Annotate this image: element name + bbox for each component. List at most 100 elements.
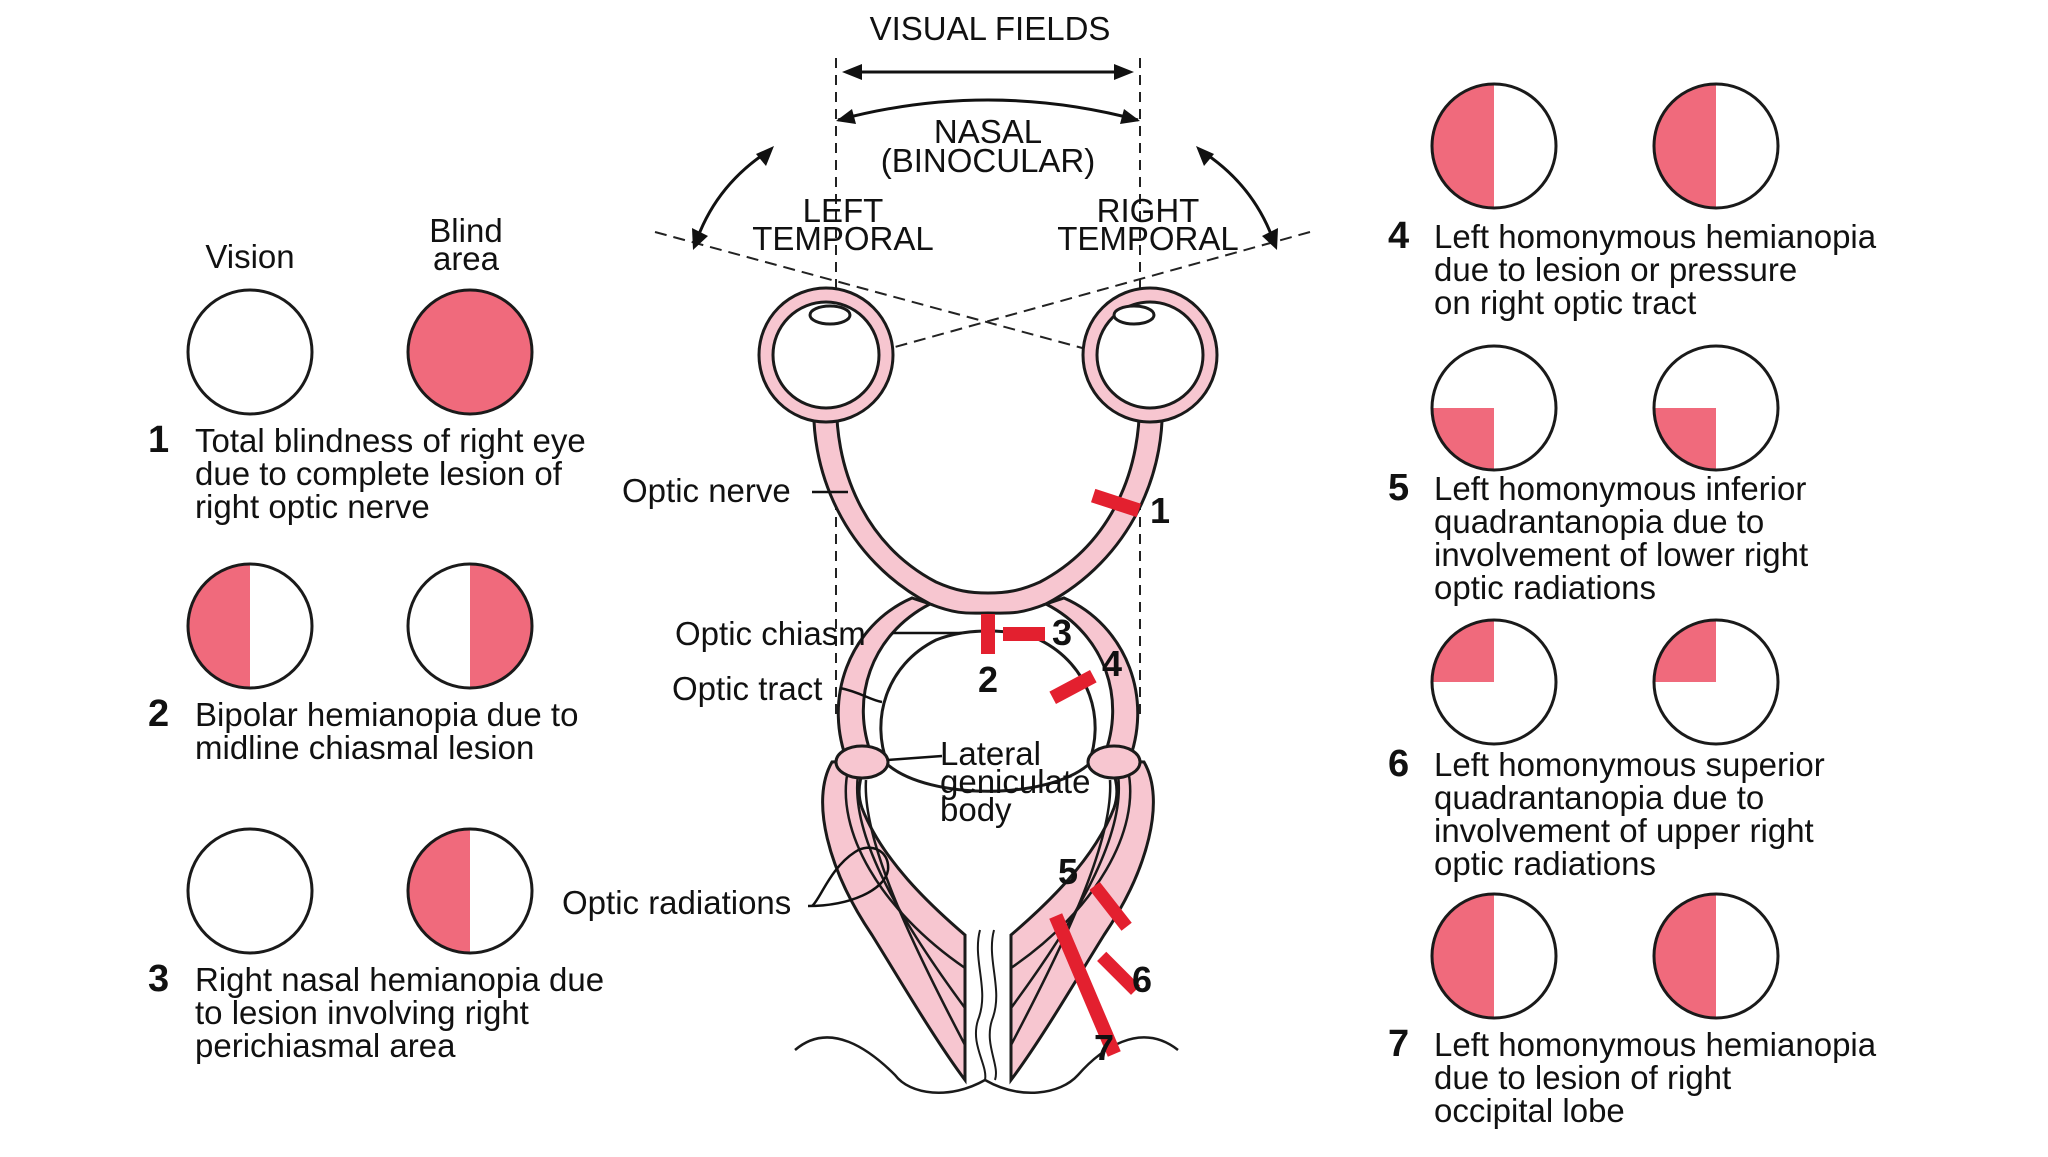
case-7-number: 7 [1388, 1023, 1409, 1065]
case-1-description-line: due to complete lesion of [195, 455, 563, 492]
case-7-left-eye-field-outline [1430, 892, 1558, 1020]
case-5-description-line: quadrantanopia due to [1434, 503, 1764, 540]
field-line-right-to-left [829, 231, 1311, 366]
nasal-field-arc [837, 98, 1139, 122]
left-eyeball-inner [771, 300, 881, 410]
anatomy-labels: Optic nerve Optic chiasm Optic tract Lat… [562, 472, 1090, 921]
arrowhead-right [1114, 64, 1134, 80]
lesion-number-6: 6 [1132, 959, 1152, 1000]
optic-chiasm-label: Optic chiasm [675, 615, 866, 652]
case-6-description-line: quadrantanopia due to [1434, 779, 1764, 816]
case-7-description-line: due to lesion of right [1434, 1059, 1731, 1096]
right-temporal-label: TEMPORAL [1057, 220, 1239, 257]
optic-radiations-label: Optic radiations [562, 884, 791, 921]
arrowhead-nasal-left [836, 109, 856, 124]
case-3-description-line: Right nasal hemianopia due [195, 961, 604, 998]
case-6-right-eye-field [1652, 618, 1780, 746]
case-4-left-eye-field [1430, 82, 1558, 210]
arrowhead-rt-top [1196, 146, 1214, 166]
case-7-description-line: occipital lobe [1434, 1092, 1625, 1129]
lgb-label-line3: body [940, 791, 1012, 828]
case-5-left-eye-field-blind-area [1432, 408, 1494, 470]
field-line-left-to-right [654, 231, 1146, 366]
lesion-number-3: 3 [1052, 612, 1072, 653]
case-3-description-line: perichiasmal area [195, 1027, 456, 1064]
case-1-description-line: right optic nerve [195, 488, 430, 525]
case-3-left-eye-field [186, 827, 314, 955]
occipital-midline-2 [988, 929, 998, 1081]
right-optic-radiation [1009, 758, 1155, 1085]
case-7-right-eye-field-outline [1652, 892, 1780, 1020]
case-5-description-line: involvement of lower right [1434, 536, 1808, 573]
visual-fields-title: VISUAL FIELDS [870, 10, 1111, 47]
case-3-number: 3 [148, 958, 169, 1000]
case-4-left-eye-field-blind-area [1432, 84, 1494, 208]
leader-optic-radiations [807, 846, 890, 908]
lesion-bar-1 [1091, 488, 1141, 518]
binocular-label: (BINOCULAR) [881, 142, 1096, 179]
case-4-right-eye-field [1652, 82, 1780, 210]
optic-tract-label: Optic tract [672, 670, 822, 707]
lesion-number-4: 4 [1102, 643, 1122, 684]
visual-pathway-anatomy [757, 286, 1219, 1094]
case-6-description-line: optic radiations [1434, 845, 1656, 882]
case-5-right-eye-field [1652, 344, 1780, 472]
lesion-bar-4 [1049, 670, 1097, 704]
left-lateral-geniculate-body [834, 744, 890, 780]
lesion-numbers: 1 2 3 4 5 6 7 [978, 490, 1170, 1068]
case-4-right-eye-field-outline [1652, 82, 1780, 210]
case-2-left-eye-field-outline [186, 562, 314, 690]
right-label: RIGHT [1097, 192, 1200, 229]
arrowhead-rt-bottom [1262, 228, 1278, 250]
case-5-left-eye-field-outline [1430, 344, 1558, 472]
case-6-left-eye-field [1430, 618, 1558, 746]
left-lens [808, 304, 852, 326]
case-1-left-eye-field-bg [188, 290, 312, 414]
nasal-label: NASAL [934, 113, 1042, 150]
case-4-left-eye-field-outline [1430, 82, 1558, 210]
arrowhead-left [842, 64, 862, 80]
case-5-description-line: optic radiations [1434, 569, 1656, 606]
lesion-number-7: 7 [1094, 1027, 1114, 1068]
right-lens [1112, 304, 1156, 326]
case-2-left-eye-field [186, 562, 314, 690]
label-leaders [807, 490, 962, 908]
case-5-right-eye-field-blind-area [1654, 408, 1716, 470]
blind-area-heading-line2: area [433, 240, 500, 277]
case-7-right-eye-field [1652, 892, 1780, 1020]
case-4-description-line: on right optic tract [1434, 284, 1696, 321]
case-2-left-eye-field-blind-area [188, 564, 250, 688]
case-5-number: 5 [1388, 467, 1409, 509]
left-optic-radiation [821, 758, 967, 1085]
case-7-description-line: Left homonymous hemianopia [1434, 1026, 1877, 1063]
case-1-number: 1 [148, 419, 169, 461]
right-eyeball-inner [1095, 300, 1205, 410]
leader-lgb [887, 754, 943, 762]
leader-optic-tract [839, 686, 883, 704]
lesion-bar-2 [981, 614, 995, 654]
case-3-right-eye-field [406, 827, 534, 955]
case-2-description-line: midline chiasmal lesion [195, 729, 534, 766]
lesion-number-2: 2 [978, 659, 998, 700]
lesion-number-5: 5 [1058, 851, 1078, 892]
case-1-description-line: Total blindness of right eye [195, 422, 586, 459]
case-4-number: 4 [1388, 215, 1409, 257]
case-2-right-eye-field-outline [406, 562, 534, 690]
optic-nerve-label: Optic nerve [622, 472, 791, 509]
lesion-markers [981, 488, 1141, 1057]
case-1-left-eye-field [186, 288, 314, 416]
case-6-left-eye-field-blind-area [1432, 620, 1494, 682]
case-1-left-eye-field-outline [186, 288, 314, 416]
case-7-left-eye-field-blind-area [1432, 894, 1494, 1018]
case-3-left-eye-field-outline [186, 827, 314, 955]
lesion-bar-5 [1089, 881, 1132, 931]
case-6-description-line: involvement of upper right [1434, 812, 1814, 849]
case-3-left-eye-field-bg [188, 829, 312, 953]
